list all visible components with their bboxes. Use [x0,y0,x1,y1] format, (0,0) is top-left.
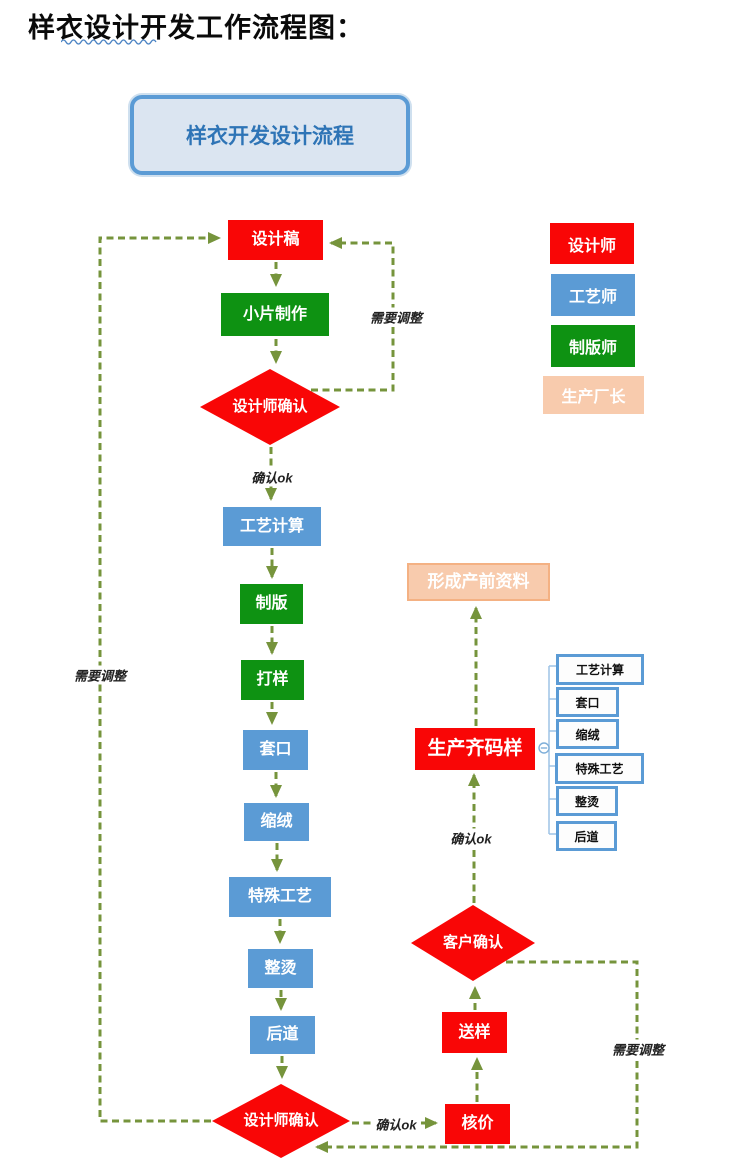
page-title: 样衣设计开发工作流程图： [28,13,364,43]
node-full-size-sample: 生产齐码样 [415,728,535,770]
spellcheck-squiggle-icon [61,39,157,45]
node-price-check: 核价 [445,1104,510,1144]
node-swatch-making: 小片制作 [221,293,329,336]
node-ironing: 整烫 [248,949,313,988]
node-send-sample: 送样 [442,1012,507,1053]
node-special-process: 特殊工艺 [229,877,331,917]
subnode-finishing: 后道 [556,821,617,851]
flow-title-label: 样衣开发设计流程 [186,125,354,148]
edge-label-confirm-ok-top: 确认ok [249,467,295,487]
edge-label-need-adjust-bottom: 需要调整 [609,1039,667,1059]
edge-label-confirm-ok-bottom: 确认ok [373,1114,419,1134]
legend-craftsman: 工艺师 [551,274,635,316]
legend-designer: 设计师 [550,223,634,264]
node-pre-production-docs: 形成产前资料 [407,563,550,601]
node-linking: 套口 [243,730,308,770]
node-design-draft: 设计稿 [228,220,323,260]
node-process-calc: 工艺计算 [223,507,321,546]
subnode-linking: 套口 [556,687,619,717]
legend-factory-director: 生产厂长 [543,376,644,414]
edge-label-confirm-ok-right: 确认ok [448,828,494,848]
minus-circle-icon[interactable] [535,739,555,759]
node-shrinking: 缩绒 [244,803,309,841]
edge-label-need-adjust-top: 需要调整 [367,307,425,327]
node-finishing: 后道 [250,1016,315,1054]
subnode-process-calc: 工艺计算 [556,654,644,685]
node-sampling: 打样 [241,660,304,700]
subnode-special-process: 特殊工艺 [555,753,644,784]
legend-patternmaker: 制版师 [551,325,635,367]
edge-label-need-adjust-left: 需要调整 [71,665,129,685]
subnode-ironing: 整烫 [556,786,618,816]
flow-title-box: 样衣开发设计流程 [130,95,410,175]
node-pattern-making: 制版 [240,584,303,624]
subnode-shrinking: 缩绒 [556,719,619,749]
